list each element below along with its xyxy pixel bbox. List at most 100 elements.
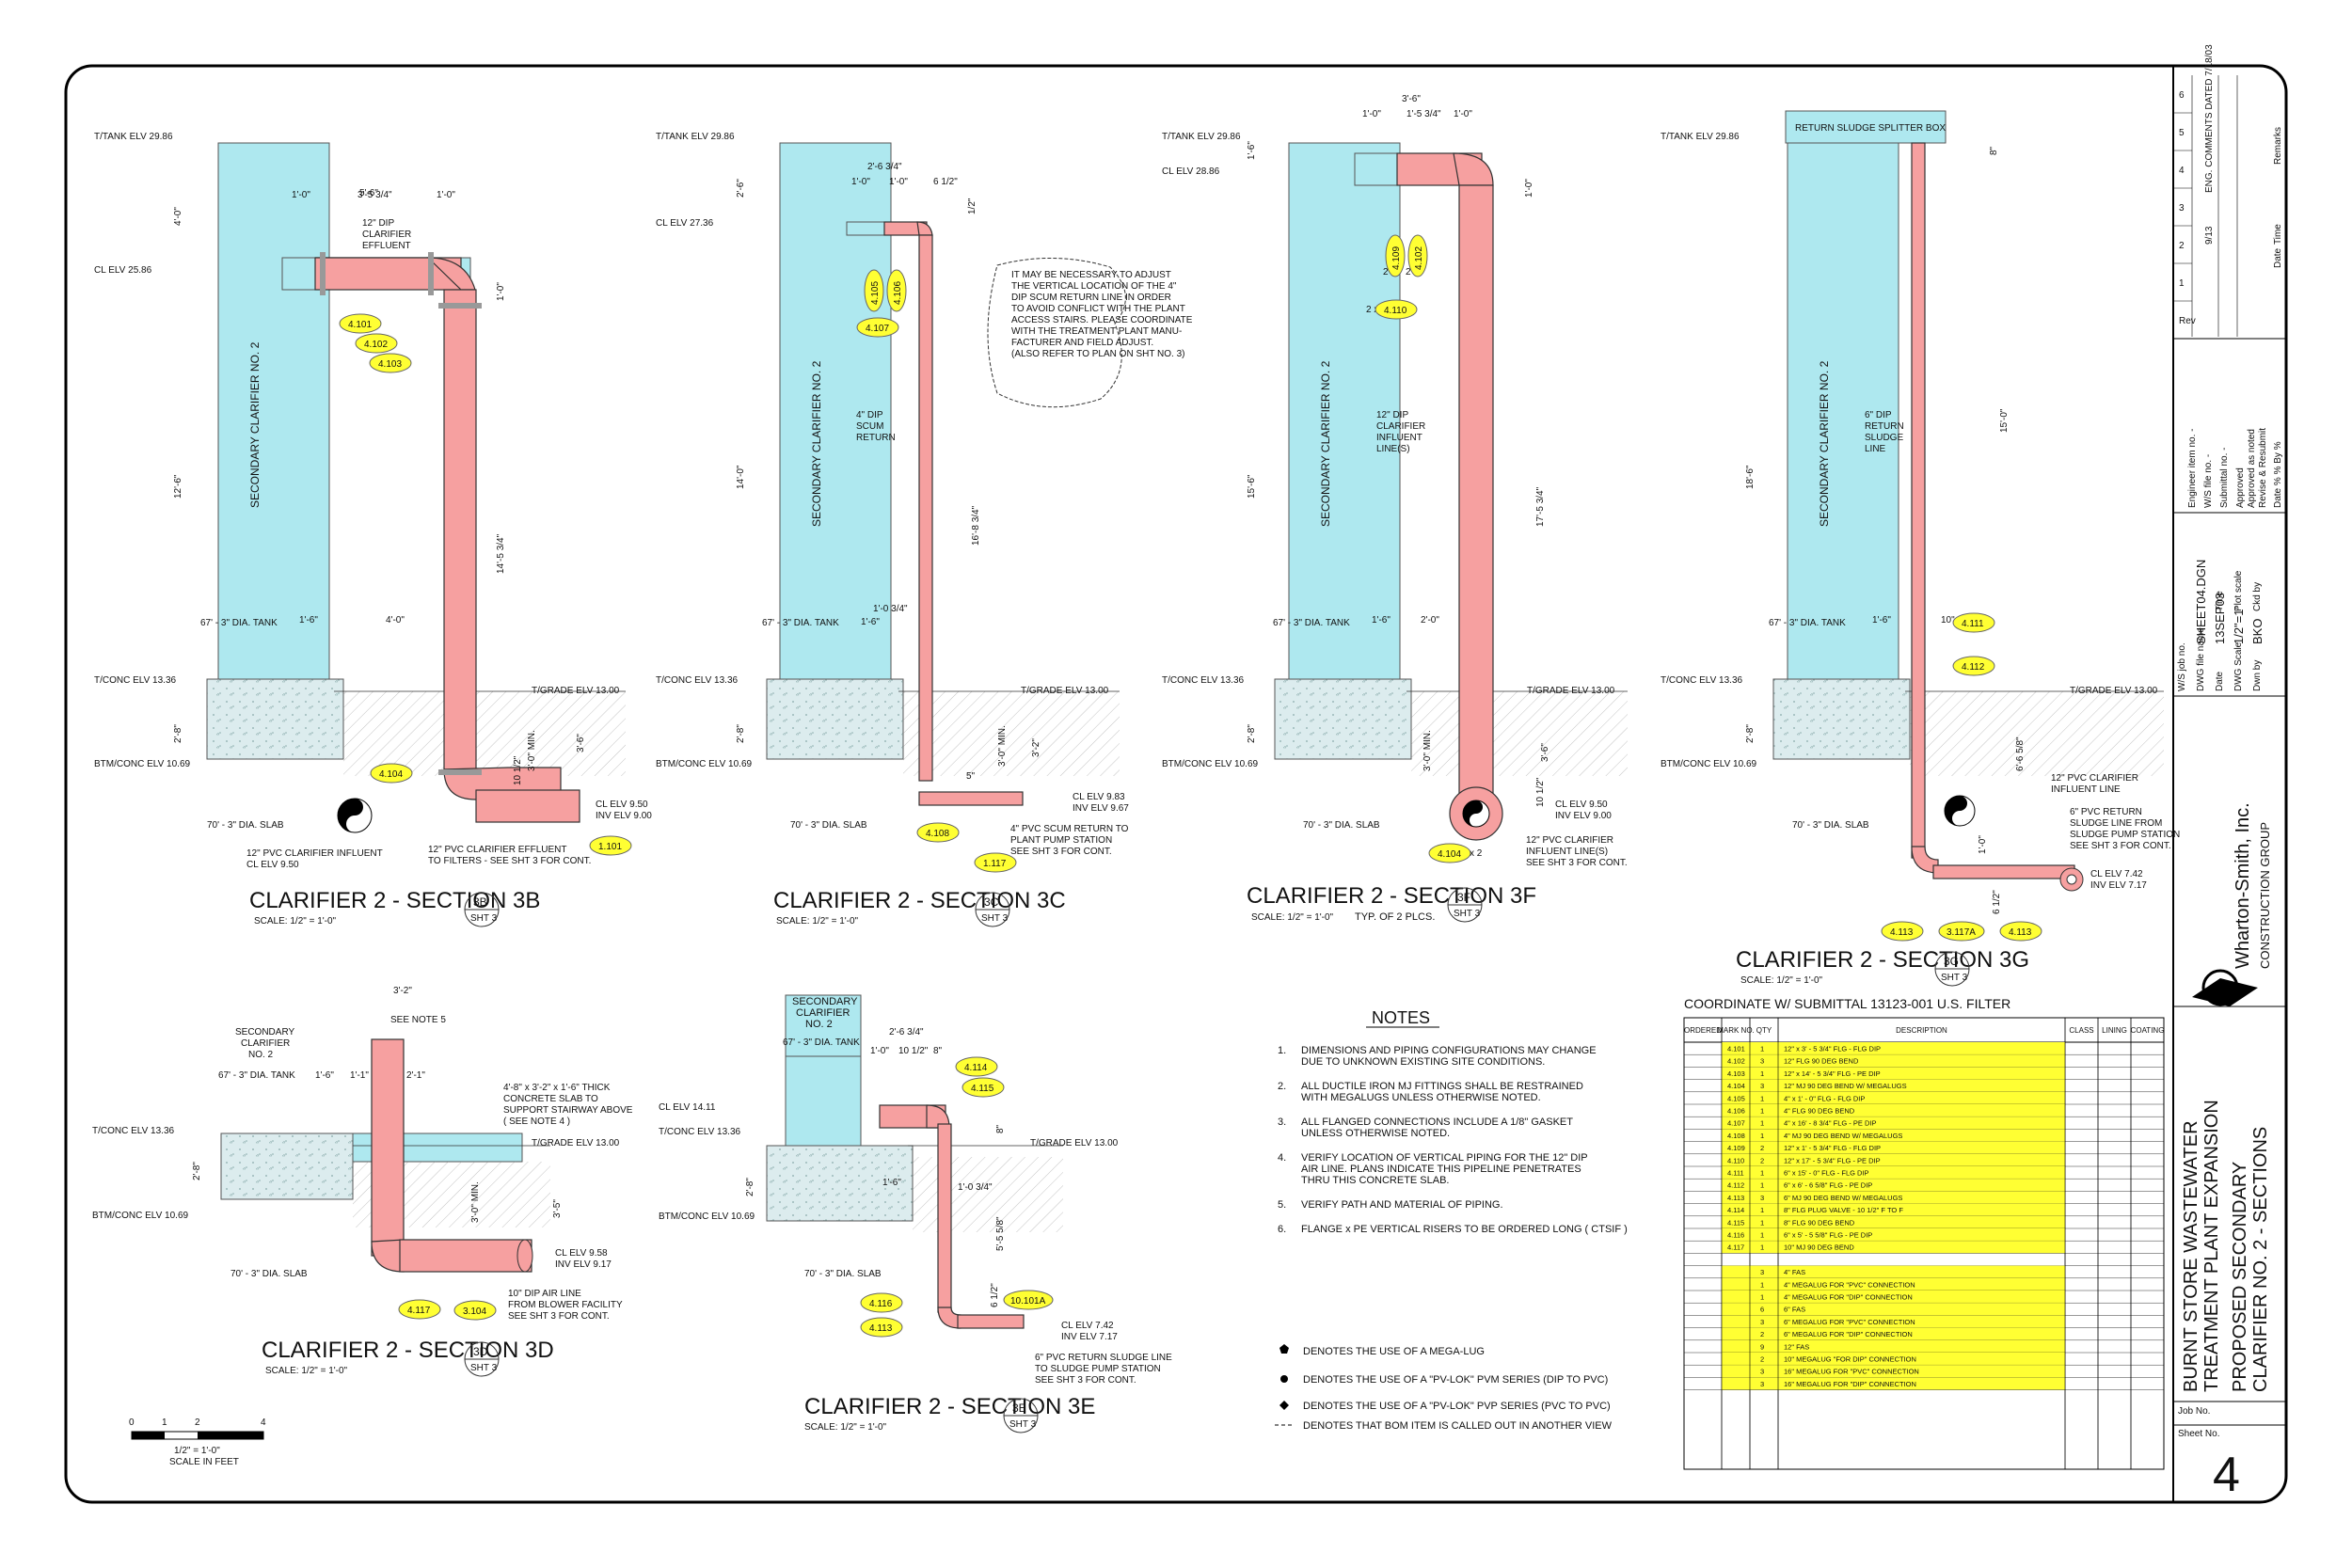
- bom-row-highlight: [1722, 1365, 2065, 1378]
- svg-text:BTM/CONC ELV 10.69: BTM/CONC ELV 10.69: [1661, 759, 1757, 769]
- concrete-slab-3b: [206, 678, 344, 760]
- bom-mark: 4.103: [1727, 1069, 1745, 1078]
- svg-text:SHT 3: SHT 3: [1454, 909, 1481, 919]
- note-line: THRU THIS CONCRETE SLAB.: [1301, 1175, 1450, 1186]
- svg-text:Date: Date: [2273, 247, 2283, 268]
- bom-qty: 3: [1760, 1082, 1764, 1090]
- tag-4-110: 4.110: [1375, 299, 1418, 320]
- svg-text:CLARIFIER: CLARIFIER: [241, 1038, 290, 1049]
- svg-text:RETURN SLUDGE SPLITTER BOX: RETURN SLUDGE SPLITTER BOX: [1795, 123, 1946, 134]
- svg-text:CONCRETE SLAB TO: CONCRETE SLAB TO: [503, 1094, 598, 1104]
- bom-column-header: LINING: [2102, 1026, 2127, 1035]
- svg-text:SEE NOTE 5: SEE NOTE 5: [390, 1015, 446, 1025]
- svg-text:x 2: x 2: [1470, 848, 1483, 859]
- pipe-3e-vertical: [937, 1123, 952, 1313]
- svg-text:2'-6 3/4": 2'-6 3/4": [889, 1027, 924, 1037]
- bom-qty: 1: [1760, 1069, 1764, 1078]
- svg-text:5'-6": 5'-6": [359, 188, 378, 198]
- svg-text:1'-0": 1'-0": [1524, 179, 1534, 198]
- tag-4-104: 4.104: [370, 763, 413, 784]
- svg-text:4.113: 4.113: [1890, 927, 1914, 938]
- svg-text:12" PVC CLARIFIER: 12" PVC CLARIFIER: [1526, 835, 1613, 846]
- file-info-label: DWG Scale: [2233, 641, 2244, 691]
- pipe-3d-outlet: [399, 1239, 532, 1273]
- file-info-label: Date: [2215, 671, 2225, 691]
- svg-text:1'-6": 1'-6": [315, 1070, 334, 1081]
- svg-text:SCALE: 1/2" = 1'-0": SCALE: 1/2" = 1'-0": [254, 916, 337, 927]
- bom-row-highlight: [1722, 1054, 2065, 1068]
- bom-qty: 2: [1760, 1156, 1764, 1164]
- svg-text:T/TANK ELV 29.86: T/TANK ELV 29.86: [1162, 132, 1241, 142]
- bom-column-header: DESCRIPTION: [1896, 1026, 1947, 1035]
- svg-text:2'-8": 2'-8": [173, 724, 183, 743]
- bom-description: 6" FAS: [1784, 1306, 1805, 1314]
- pipe-3g-outlet: [1932, 864, 2075, 879]
- svg-text:2: 2: [195, 1418, 200, 1428]
- company-sub: CONSTRUCTION GROUP: [2258, 822, 2272, 969]
- svg-text:CLARIFIER: CLARIFIER: [362, 230, 411, 240]
- svg-text:2'-8": 2'-8": [1247, 724, 1257, 743]
- tag-4-117: 4.117: [398, 1299, 441, 1320]
- svg-text:1'-0": 1'-0": [437, 190, 455, 200]
- svg-text:1'-6": 1'-6": [1372, 615, 1391, 626]
- bom-row-highlight: [1722, 1042, 2065, 1055]
- concrete-slab-3d: [220, 1132, 354, 1200]
- svg-text:SEE SHT 3 FOR CONT.: SEE SHT 3 FOR CONT.: [508, 1311, 610, 1322]
- bom-row-highlight: [1722, 1079, 2065, 1092]
- svg-text:TO SLUDGE PUMP STATION: TO SLUDGE PUMP STATION: [1035, 1364, 1161, 1374]
- bom-row-highlight: [1722, 1203, 2065, 1216]
- revision-number: 1: [2179, 278, 2185, 289]
- bom-qty: 6: [1760, 1306, 1764, 1314]
- svg-text:4.106: 4.106: [893, 281, 903, 305]
- svg-text:1'-6": 1'-6": [1247, 141, 1257, 160]
- bom-mark: 4.105: [1727, 1094, 1745, 1102]
- svg-text:1/2": 1/2": [967, 198, 977, 214]
- svg-text:2'-6": 2'-6": [736, 179, 746, 198]
- svg-text:LINE(S): LINE(S): [1376, 444, 1410, 454]
- svg-text:DENOTES THE USE OF A "PV-LOK": DENOTES THE USE OF A "PV-LOK" PVM SERIES…: [1303, 1374, 1608, 1386]
- svg-text:0: 0: [129, 1418, 135, 1428]
- svg-text:4.102: 4.102: [364, 340, 388, 350]
- bubble-3c: 3C: [984, 895, 999, 909]
- company-name: Wharton-Smith, Inc.: [2233, 802, 2253, 969]
- bom-qty: 1: [1760, 1119, 1764, 1128]
- tag-4-111: 4.111: [1952, 612, 1995, 633]
- svg-text:4.104: 4.104: [1438, 849, 1461, 860]
- svg-text:PLANT PUMP STATION: PLANT PUMP STATION: [1010, 835, 1112, 846]
- bom-qty: 1: [1760, 1107, 1764, 1116]
- note-line: ALL DUCTILE IRON MJ FITTINGS SHALL BE RE…: [1301, 1081, 1583, 1092]
- revision-number: 5: [2179, 128, 2185, 138]
- bom-description: 6" x 15' - 0" FLG - FLG DIP: [1784, 1169, 1869, 1178]
- note-line: DIMENSIONS AND PIPING CONFIGURATIONS MAY…: [1301, 1045, 1597, 1056]
- bom-qty: 1: [1760, 1169, 1764, 1178]
- sheet-border: [64, 64, 2288, 1504]
- bom-row-highlight: [1722, 1091, 2065, 1104]
- svg-text:1'-6": 1'-6": [1872, 615, 1891, 626]
- bom-description: 12" FAS: [1784, 1342, 1809, 1351]
- bom-description: 12" x 14' - 5 3/4" FLG - PE DIP: [1784, 1069, 1881, 1078]
- svg-text:8": 8": [1989, 146, 1999, 155]
- svg-text:4.105: 4.105: [870, 281, 881, 305]
- svg-text:IT MAY BE NECESSARY TO ADJUST: IT MAY BE NECESSARY TO ADJUST: [1011, 270, 1171, 280]
- svg-text:2'-8": 2'-8": [192, 1162, 202, 1180]
- svg-text:THE VERTICAL LOCATION OF THE 4: THE VERTICAL LOCATION OF THE 4": [1011, 281, 1177, 292]
- section-title-3d: CLARIFIER 2 - SECTION 3D: [262, 1338, 554, 1363]
- note-line: FLANGE x PE VERTICAL RISERS TO BE ORDERE…: [1301, 1224, 1628, 1235]
- svg-text:T/CONC ELV 13.36: T/CONC ELV 13.36: [656, 675, 739, 686]
- svg-text:FACTURER AND FIELD ADJUST.: FACTURER AND FIELD ADJUST.: [1011, 338, 1153, 348]
- svg-text:INFLUENT LINE(S): INFLUENT LINE(S): [1526, 847, 1608, 857]
- revision-number: 2: [2179, 241, 2185, 251]
- tag-4-113-a: 4.113: [1881, 921, 1924, 942]
- svg-text:3'-6": 3'-6": [1540, 743, 1550, 762]
- svg-text:SEE SHT 3 FOR CONT.: SEE SHT 3 FOR CONT.: [1035, 1375, 1136, 1386]
- svg-text:1'-1": 1'-1": [350, 1070, 369, 1081]
- svg-text:70' - 3" DIA. SLAB: 70' - 3" DIA. SLAB: [230, 1269, 308, 1279]
- svg-text:12" DIP: 12" DIP: [1376, 410, 1408, 420]
- bom-column-header: ORDERED: [1684, 1026, 1722, 1035]
- bom-description: 12" x 3' - 5 3/4" FLG - FLG DIP: [1784, 1045, 1881, 1053]
- svg-text:SHT 3: SHT 3: [470, 1363, 498, 1373]
- svg-text:T/TANK ELV 29.86: T/TANK ELV 29.86: [656, 132, 735, 142]
- notes-heading: NOTES: [1372, 1008, 1430, 1027]
- svg-text:4" DIP: 4" DIP: [856, 410, 883, 420]
- svg-text:3'-6": 3'-6": [1402, 94, 1421, 104]
